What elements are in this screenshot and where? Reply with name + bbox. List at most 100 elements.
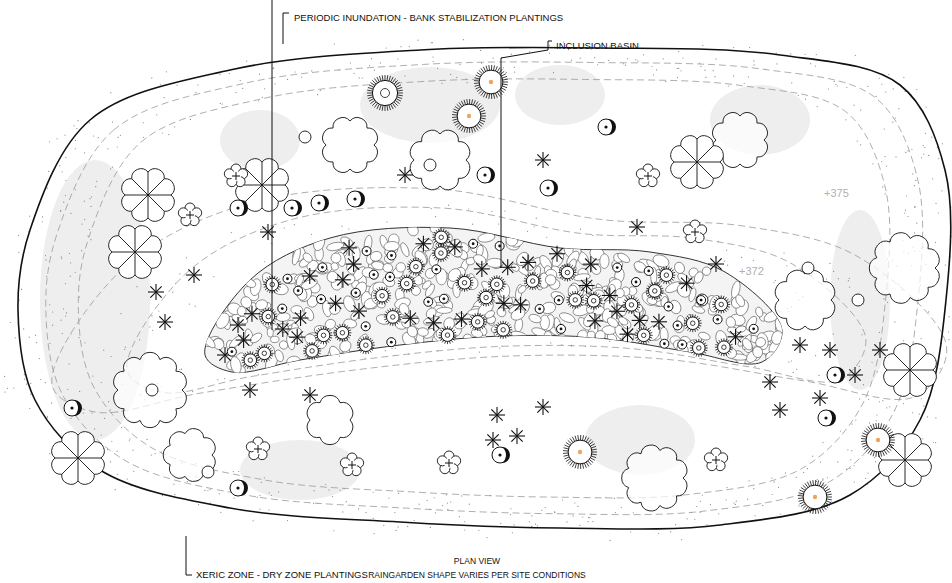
stipple-dot <box>42 216 43 217</box>
shrub-tick <box>268 323 269 326</box>
tree-spoke <box>62 458 78 474</box>
grass-stroke <box>764 376 775 387</box>
stipple-dot <box>177 85 178 86</box>
shrub-tick <box>568 440 572 444</box>
stipple-dot <box>718 513 719 514</box>
shrub-tick <box>649 296 651 298</box>
grass-symbol <box>772 402 788 418</box>
stipple-dot <box>903 77 904 78</box>
shrub-tick <box>501 88 505 90</box>
shrub-tick <box>486 93 487 98</box>
stipple-dot <box>386 221 387 222</box>
shrub-tick <box>886 449 889 453</box>
shrub-tick <box>329 332 332 334</box>
tree-spoke <box>78 435 79 458</box>
shrub-tick <box>269 348 271 350</box>
shrub-tick <box>278 281 281 283</box>
tree-spoke <box>905 444 921 460</box>
stipple-dot <box>786 265 787 266</box>
stipple-dot <box>259 74 260 75</box>
grass-stroke <box>232 319 243 330</box>
shrub-tick <box>396 85 401 87</box>
stipple-dot <box>70 333 71 334</box>
stipple-dot <box>933 442 934 443</box>
shrub-tick <box>568 460 572 464</box>
stipple-dot <box>70 213 71 214</box>
shrub-symbol <box>452 99 486 133</box>
shrub-center <box>381 89 390 98</box>
shrub-tick <box>368 97 373 99</box>
stipple-dot <box>253 520 254 521</box>
shrub-tick <box>825 503 829 505</box>
shrub-center <box>340 331 345 336</box>
shrub-tick <box>452 114 457 115</box>
stipple-dot <box>545 507 546 508</box>
shrub-symbol <box>259 308 277 326</box>
stipple-dot <box>895 156 896 157</box>
shrub-tick <box>888 432 892 434</box>
stipple-dot <box>65 315 66 316</box>
stipple-dot <box>52 311 53 312</box>
shrub-tick <box>868 450 871 454</box>
grass-symbol <box>157 314 173 330</box>
shrub-tick <box>502 86 507 88</box>
cobble <box>229 355 243 374</box>
cobble <box>544 273 558 287</box>
grass-symbol <box>847 367 863 383</box>
shrub-tick <box>819 481 821 486</box>
shrub-tick <box>392 103 395 107</box>
stipple-dot <box>96 181 97 182</box>
shrub-tick <box>367 94 372 96</box>
shrub-center <box>653 289 658 294</box>
shrub-tick <box>417 258 419 261</box>
stipple-dot <box>346 501 347 502</box>
stipple-dot <box>754 366 755 367</box>
stipple-dot <box>834 81 835 82</box>
shrub-tick <box>501 74 505 76</box>
shrub-tick <box>339 339 341 342</box>
cobble <box>294 286 308 302</box>
cobble <box>764 350 778 364</box>
stipple-dot <box>531 515 532 516</box>
shrub-tick <box>577 464 579 469</box>
stipple-dot <box>235 92 236 93</box>
sedge-dot <box>317 201 320 204</box>
cobble <box>504 232 520 248</box>
stipple-dot <box>881 84 882 85</box>
rush-dot <box>616 266 619 269</box>
stipple-dot <box>863 384 864 385</box>
shrub-tick <box>488 65 490 70</box>
shrub-tick <box>483 317 485 319</box>
sedge-crescent <box>837 367 845 383</box>
stipple-dot <box>637 61 638 62</box>
sedge-symbol <box>598 119 616 135</box>
rush-outline <box>362 247 371 256</box>
shrub-tick <box>316 339 318 341</box>
stipple-dot <box>700 66 701 67</box>
stipple-dot <box>609 540 610 541</box>
shrub-tick <box>386 75 388 80</box>
shrub-tick <box>646 288 649 290</box>
stipple-dot <box>373 533 374 534</box>
shrub-tick <box>452 117 457 118</box>
stipple-dot <box>853 105 854 106</box>
cobble <box>675 281 694 300</box>
shrub-tick <box>466 128 468 133</box>
stipple-dot <box>83 413 84 414</box>
stipple-dot <box>541 510 542 511</box>
shrub-tick <box>342 324 343 327</box>
shrub-tick <box>590 444 594 446</box>
rush-outline <box>361 322 370 331</box>
sedge-symbol <box>347 191 365 207</box>
grass-stroke <box>849 369 860 380</box>
shrub-tick <box>329 337 332 339</box>
perennial-cross <box>186 211 194 219</box>
shrub-tick <box>475 85 480 86</box>
sedge-dot <box>483 173 486 176</box>
sedge-dot <box>824 416 827 419</box>
shrub-tick <box>495 66 497 71</box>
stipple-dot <box>373 518 374 519</box>
cobble <box>270 336 279 343</box>
shrub-tick <box>342 339 343 342</box>
stipple-dot <box>923 405 924 406</box>
